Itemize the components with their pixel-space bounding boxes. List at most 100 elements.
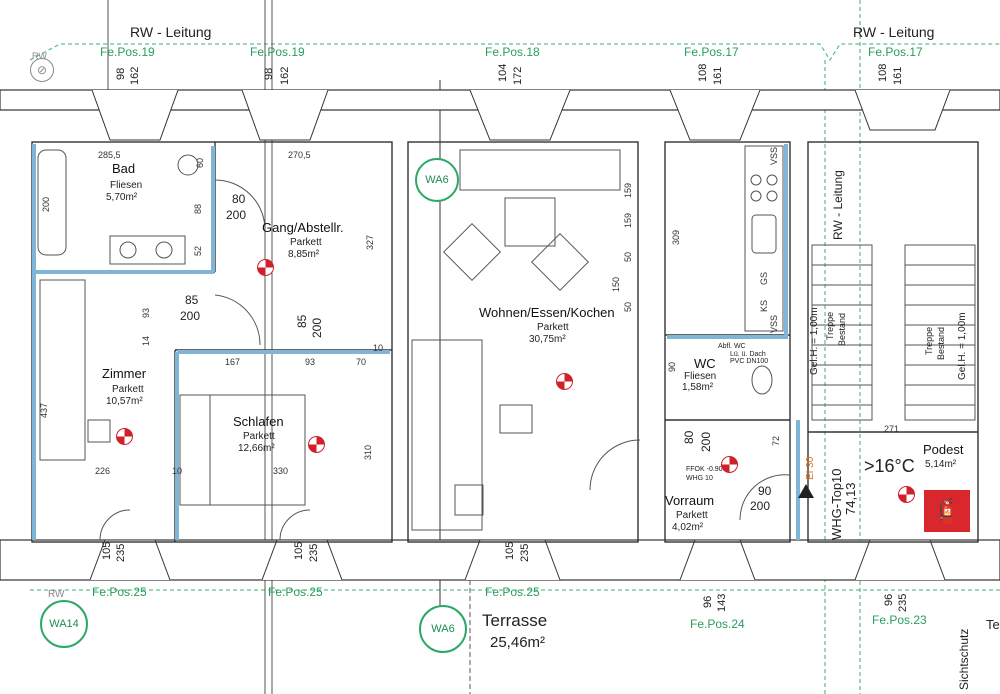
dim-285: 285,5 bbox=[98, 150, 121, 160]
room-zimmer-floor: Parkett bbox=[112, 384, 144, 395]
room-podest-name: Podest bbox=[923, 442, 964, 457]
dim-309: 309 bbox=[671, 229, 681, 245]
rw-symbol-top-label: RW bbox=[32, 51, 47, 61]
window-top-pos-5: Fe.Pos.17 bbox=[868, 45, 923, 59]
window-bottom-pos-4: Fe.Pos.24 bbox=[690, 617, 745, 631]
door-2-width: 85 bbox=[185, 293, 199, 307]
window-bottom-h-2: 235 bbox=[308, 543, 320, 562]
room-bad-name: Bad bbox=[112, 161, 136, 176]
pvc-label: PVC DN100 bbox=[730, 358, 769, 365]
lu-label: Lü. ü. Dach bbox=[730, 351, 766, 358]
dim-200a: 200 bbox=[41, 196, 51, 212]
dim-150: 150 bbox=[611, 276, 621, 292]
dim-159b: 159 bbox=[623, 212, 633, 228]
wa-marker-2: WA6 bbox=[419, 605, 467, 653]
room-wc-floor: Fliesen bbox=[684, 371, 717, 382]
window-top-h-5: 161 bbox=[892, 66, 904, 85]
whg-area-label: 74,13 bbox=[843, 482, 858, 515]
stair-right-rail: Gel.H. = 1,00m bbox=[957, 312, 968, 380]
light-marker-gang bbox=[257, 259, 274, 276]
room-bad-floor: Fliesen bbox=[110, 180, 143, 191]
room-vorraum-name: Vorraum bbox=[665, 493, 715, 508]
window-bottom-pos-2: Fe.Pos.25 bbox=[268, 585, 323, 599]
drain-label-2: WHG 10 bbox=[686, 475, 713, 482]
room-zimmer-name: Zimmer bbox=[102, 366, 147, 381]
rw-vertical-label: RW - Leitung bbox=[831, 170, 845, 240]
rw-symbol-top: ⊘ bbox=[30, 58, 54, 82]
temperature-label: >16°C bbox=[864, 456, 915, 476]
whg-label: WHG-Top10 bbox=[829, 468, 844, 540]
stair-left-rail: Gel.H. = 1,00m bbox=[809, 307, 820, 375]
dim-14: 14 bbox=[141, 335, 151, 346]
window-bottom-pos-5: Fe.Pos.23 bbox=[872, 613, 927, 627]
dim-10b: 10 bbox=[373, 343, 384, 353]
dim-60: 60 bbox=[195, 157, 205, 168]
window-top-w-3: 104 bbox=[497, 63, 509, 82]
door-2-height: 200 bbox=[180, 309, 201, 323]
window-top-h-4: 161 bbox=[712, 66, 724, 85]
stair-left-label-b: Bestand bbox=[837, 312, 847, 346]
door-4-height: 200 bbox=[699, 431, 713, 452]
door-5-height: 200 bbox=[750, 499, 771, 513]
dim-226: 226 bbox=[95, 466, 111, 476]
door-5-width: 90 bbox=[758, 484, 772, 498]
window-top-w-1: 98 bbox=[115, 67, 127, 80]
window-top-h-3: 172 bbox=[512, 66, 524, 85]
dim-10a: 10 bbox=[172, 466, 183, 476]
door-1-height: 200 bbox=[226, 208, 247, 222]
door-3-height: 200 bbox=[310, 317, 324, 338]
window-top-pos-4: Fe.Pos.17 bbox=[684, 45, 739, 59]
vss-label-2: VSS bbox=[769, 314, 779, 333]
room-gang-floor: Parkett bbox=[290, 237, 322, 248]
light-marker-podest bbox=[898, 486, 915, 503]
light-marker-vorraum bbox=[721, 456, 738, 473]
terrace-right-label: Te bbox=[986, 617, 1000, 632]
dim-271: 271 bbox=[884, 424, 900, 434]
window-bottom-w-3: 105 bbox=[504, 541, 516, 560]
ks-label: KS bbox=[759, 299, 769, 312]
vss-label-1: VSS bbox=[769, 146, 779, 165]
dim-270: 270,5 bbox=[288, 150, 311, 160]
window-top-h-2: 162 bbox=[279, 66, 291, 85]
gs-label: GS bbox=[759, 271, 769, 285]
window-bottom-h-3: 235 bbox=[519, 543, 531, 562]
stair-right-label-a: Treppe bbox=[924, 326, 934, 355]
terrasse-name: Terrasse bbox=[482, 611, 548, 630]
window-top-w-2: 98 bbox=[263, 67, 275, 80]
window-bottom-w-4: 96 bbox=[702, 595, 714, 608]
abfl-label: Abfl. WC bbox=[718, 343, 746, 350]
room-wc-area: 1,58m² bbox=[682, 382, 714, 393]
room-vorraum-floor: Parkett bbox=[676, 510, 708, 521]
dim-93a: 93 bbox=[305, 357, 316, 367]
sichtschutz-label: Sichtschutz bbox=[957, 628, 971, 690]
rw-line-label-right: RW - Leitung bbox=[853, 24, 935, 40]
stair-right-label-b: Bestand bbox=[936, 326, 946, 360]
dim-437: 437 bbox=[39, 402, 49, 418]
room-wohnen-floor: Parkett bbox=[537, 322, 569, 333]
stair-left-label-a: Treppe bbox=[825, 311, 835, 340]
dim-50a: 50 bbox=[623, 251, 633, 262]
dim-167: 167 bbox=[225, 357, 241, 367]
dim-70: 70 bbox=[356, 357, 367, 367]
door-1-width: 80 bbox=[232, 192, 246, 206]
window-top-w-5: 108 bbox=[877, 63, 889, 82]
light-marker-wohnen bbox=[556, 373, 573, 390]
room-podest-area: 5,14m² bbox=[925, 459, 957, 470]
door-4-width: 80 bbox=[682, 430, 696, 444]
dim-90: 90 bbox=[667, 361, 677, 372]
light-marker-zimmer bbox=[116, 428, 133, 445]
window-bottom-w-2: 105 bbox=[293, 541, 305, 560]
window-bottom-pos-3: Fe.Pos.25 bbox=[485, 585, 540, 599]
room-schlafen-floor: Parkett bbox=[243, 431, 275, 442]
dim-327: 327 bbox=[365, 234, 375, 250]
dim-93b: 93 bbox=[141, 307, 151, 318]
window-top-h-1: 162 bbox=[129, 66, 141, 85]
dim-50b: 50 bbox=[623, 301, 633, 312]
terrasse-area: 25,46m² bbox=[490, 634, 546, 651]
fire-extinguisher-icon: 🧯 bbox=[924, 490, 970, 532]
room-wohnen-name: Wohnen/Essen/Kochen bbox=[479, 305, 615, 320]
room-bad-area: 5,70m² bbox=[106, 192, 138, 203]
rw-symbol-bottom-label: RW bbox=[48, 589, 65, 600]
room-gang-area: 8,85m² bbox=[288, 249, 320, 260]
